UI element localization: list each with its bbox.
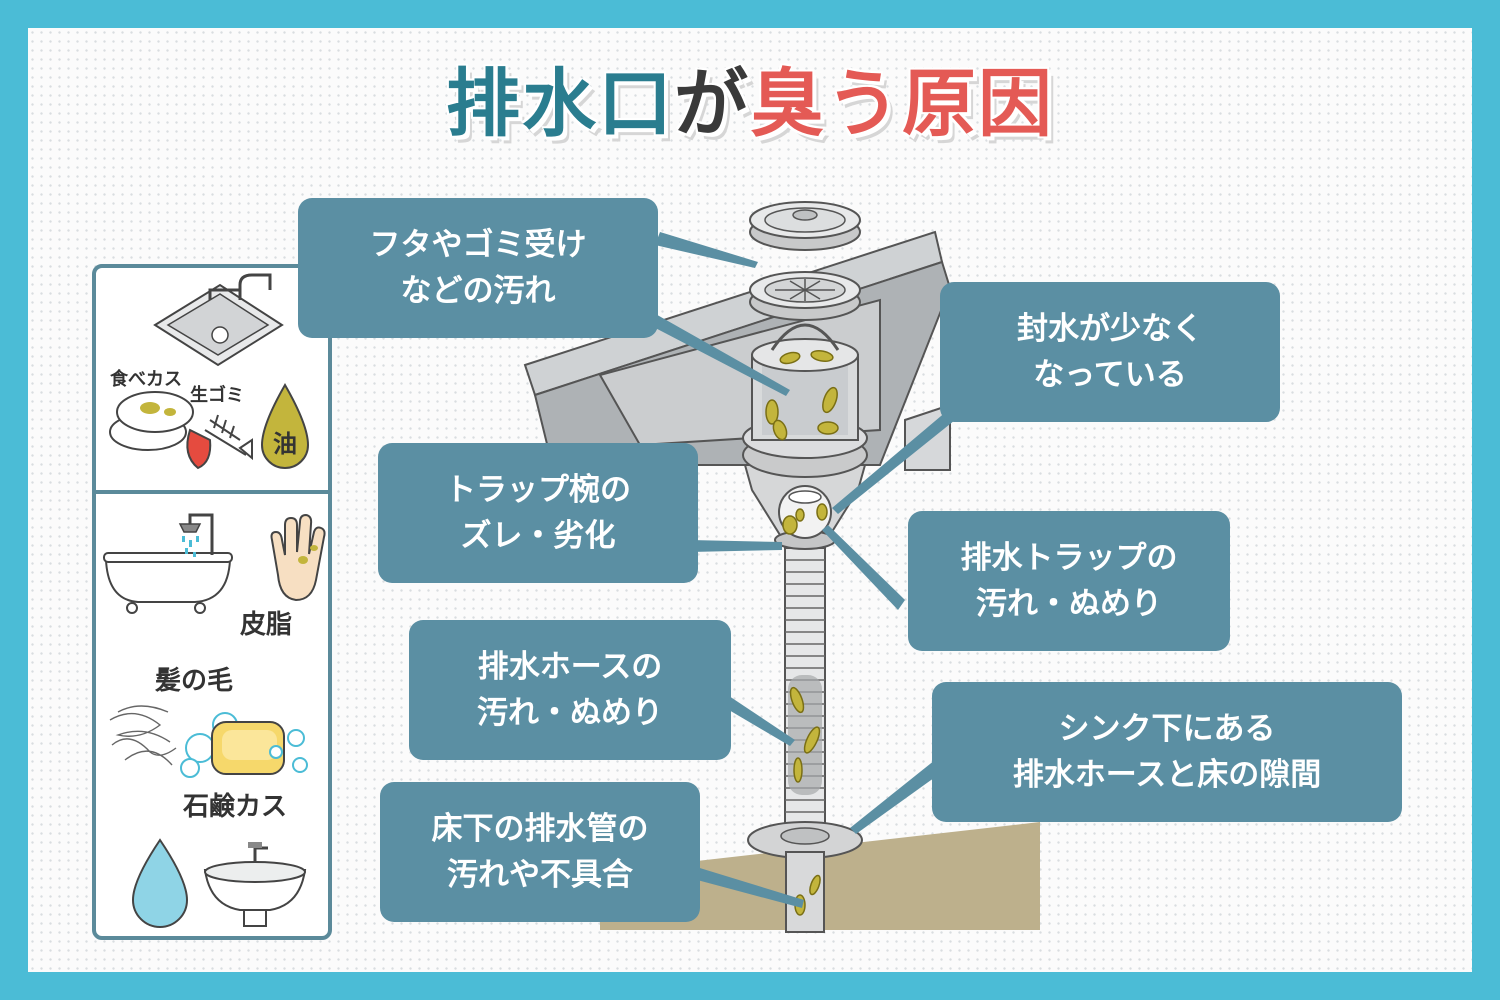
callout-hose-gap-line2: 排水ホースと床の隙間 bbox=[1012, 757, 1322, 793]
callout-drain-trap: 排水トラップの 汚れ・ぬめり bbox=[908, 511, 1230, 651]
label-hair: 髪の毛 bbox=[155, 666, 234, 696]
food-garbage-icon bbox=[186, 414, 253, 470]
title-part-cause: 臭う原因 bbox=[750, 61, 1054, 147]
label-oil: 油 bbox=[273, 430, 297, 458]
strainer-spokes bbox=[775, 279, 835, 301]
basket-handle bbox=[770, 323, 840, 351]
callout-trap-bowl-line2: ズレ・劣化 bbox=[460, 518, 616, 554]
label-garbage: 生ゴミ bbox=[190, 385, 244, 406]
wash-basin-icon bbox=[203, 842, 307, 927]
title-part-drain: 排水口 bbox=[446, 61, 674, 147]
callout-lid-dirt: フタやゴミ受け などの汚れ bbox=[298, 198, 658, 338]
callout-drain-trap-line1: 排水トラップの bbox=[960, 540, 1178, 576]
label-sebum: 皮脂 bbox=[240, 610, 293, 640]
floor-pipe bbox=[785, 851, 825, 933]
callout-trap-bowl-line1: トラップ椀の bbox=[445, 472, 631, 508]
callout-trap-bowl: トラップ椀の ズレ・劣化 bbox=[378, 443, 698, 583]
dirty-dishes-icon bbox=[109, 391, 194, 451]
callout-seal-line1: 封水が少なく bbox=[1017, 311, 1203, 347]
callout-floor-pipe-line2: 汚れや不具合 bbox=[447, 857, 633, 893]
kitchen-sink-icon bbox=[153, 273, 284, 367]
callout-connectors bbox=[640, 232, 970, 908]
callout-hose-gap: シンク下にある 排水ホースと床の隙間 bbox=[932, 682, 1402, 822]
soap-icon bbox=[180, 712, 308, 778]
callout-hose-gap-line1: シンク下にある bbox=[1058, 711, 1276, 747]
hair-icon bbox=[109, 705, 177, 766]
basket-dirt bbox=[765, 349, 839, 441]
callout-drain-hose-line1: 排水ホースの bbox=[477, 649, 663, 685]
lid-knob bbox=[792, 209, 818, 221]
bathtub-icon bbox=[103, 513, 233, 614]
callout-drain-trap-line2: 汚れ・ぬめり bbox=[976, 586, 1162, 622]
trap-bowl-dirt bbox=[782, 503, 828, 535]
panel-divider bbox=[96, 490, 328, 494]
callout-seal-water: 封水が少なく なっている bbox=[940, 282, 1280, 422]
callout-drain-hose: 排水ホースの 汚れ・ぬめり bbox=[409, 620, 731, 760]
callout-floor-pipe: 床下の排水管の 汚れや不具合 bbox=[380, 782, 700, 922]
water-drop-icon bbox=[131, 838, 189, 928]
hand-icon bbox=[270, 513, 326, 602]
page-title: 排水口が臭う原因 bbox=[0, 44, 1500, 151]
callout-floor-pipe-line1: 床下の排水管の bbox=[431, 811, 649, 847]
title-part-ga: が bbox=[674, 61, 750, 147]
callout-seal-line2: なっている bbox=[1033, 357, 1187, 393]
callout-drain-hose-line2: 汚れ・ぬめり bbox=[477, 695, 663, 731]
hose-dirt-spots bbox=[789, 686, 821, 783]
label-soap-scum: 石鹸カス bbox=[183, 792, 288, 822]
callout-lid-line2: などの汚れ bbox=[400, 273, 556, 309]
label-food-scraps: 食べカス bbox=[110, 369, 182, 390]
oil-drop-icon bbox=[260, 382, 310, 469]
callout-lid-line1: フタやゴミ受け bbox=[369, 227, 587, 263]
